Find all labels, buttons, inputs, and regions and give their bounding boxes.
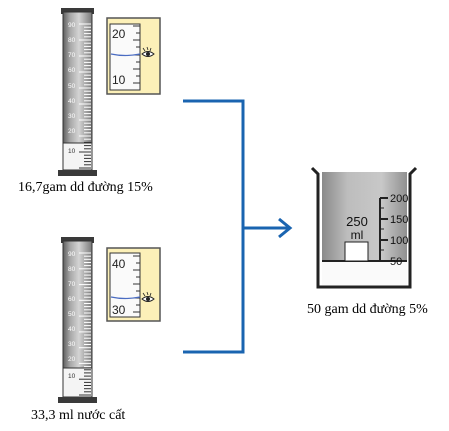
beaker-scale-label: 50: [390, 256, 402, 268]
top-cylinder-tick-label: 50: [68, 83, 76, 90]
bottom-cylinder-scale: 90 80 70 60 50 40 30 20 10: [68, 251, 76, 380]
top-cylinder-tick-label: 40: [68, 98, 76, 105]
eye-icon: [141, 46, 155, 57]
top-cylinder-scale: 90 80 70 60 50 40 30 20 10: [68, 22, 76, 155]
top-zoom-panel: 20 10: [106, 17, 161, 95]
bottom-cylinder-tick-label: 80: [68, 266, 76, 273]
bottom-cylinder-tick-label: 60: [68, 296, 76, 303]
arrow-head: [278, 217, 293, 239]
top-graduated-cylinder: 90 80 70 60 50 40 30 20 10: [58, 8, 97, 176]
beaker-scale-label: 200: [390, 193, 408, 205]
bottom-cylinder-tick-label: 20: [68, 356, 76, 363]
bottom-meniscus: [110, 296, 141, 300]
connector-line: [183, 99, 245, 354]
top-cylinder-tick-label: 20: [68, 128, 76, 135]
top-cylinder-tick-label: 60: [68, 67, 76, 74]
bottom-cylinder-caption: 33,3 ml nước cất: [31, 408, 126, 423]
mixing-connector: [183, 99, 293, 354]
beaker-caption: 50 gam dd đường 5%: [307, 302, 428, 317]
bottom-zoom-panel: 40 30: [106, 247, 161, 322]
top-meniscus: [110, 53, 141, 57]
bottom-cylinder-tick-label: 50: [68, 311, 76, 318]
top-cylinder-tick-label: 30: [68, 113, 76, 120]
bottom-cylinder-tick-label: 70: [68, 281, 76, 288]
top-cylinder-tick-label: 80: [68, 37, 76, 44]
bottom-cylinder-tick-label: 90: [68, 251, 76, 258]
beaker-unit-label: ml: [351, 228, 364, 242]
bottom-cylinder-tick-label: 30: [68, 341, 76, 348]
beaker-volume-label: 250: [346, 214, 368, 229]
bottom-zoom-upper-label: 40: [112, 257, 126, 271]
top-cylinder-caption: 16,7gam dd đường 15%: [18, 180, 153, 195]
beaker-scale-label: 100: [390, 235, 408, 247]
beaker: 250 ml 200 150 100 50: [310, 166, 418, 289]
top-zoom-lower-label: 10: [112, 73, 126, 87]
top-zoom-upper-label: 20: [112, 27, 126, 41]
beaker-scale-label: 150: [390, 214, 408, 226]
bottom-zoom-lower-label: 30: [112, 303, 126, 317]
eye-icon: [141, 291, 155, 302]
top-cylinder-tick-label: 10: [68, 148, 76, 155]
bottom-cylinder-tick-label: 10: [68, 373, 76, 380]
bottom-cylinder-tick-label: 40: [68, 326, 76, 333]
top-cylinder-tick-label: 70: [68, 52, 76, 59]
top-cylinder-tick-label: 90: [68, 22, 76, 29]
bottom-graduated-cylinder: 90 80 70 60 50 40 30 20 10: [58, 237, 97, 403]
